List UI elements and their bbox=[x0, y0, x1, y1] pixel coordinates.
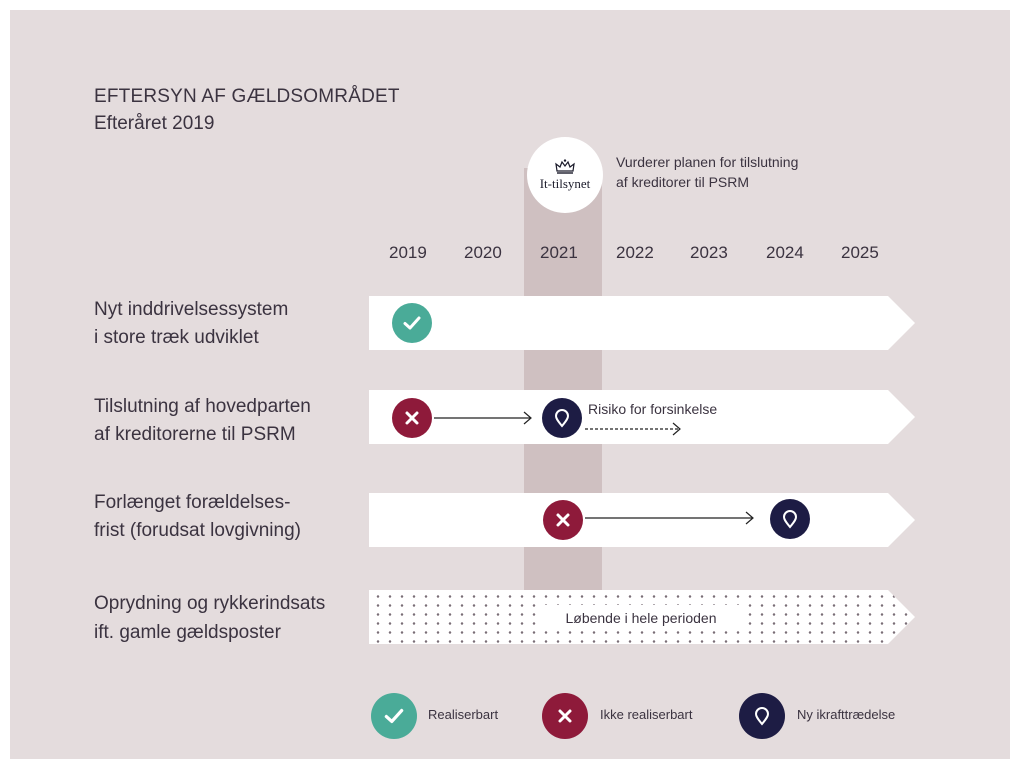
row-1-label-line2: i store træk udviklet bbox=[94, 327, 259, 348]
legend-ikke-realiserbart-label: Ikke realiserbart bbox=[600, 707, 693, 722]
year-label: 2024 bbox=[766, 243, 804, 262]
timeline-arrow-row-3 bbox=[369, 493, 915, 547]
continuous-label: Løbende i hele perioden bbox=[541, 605, 741, 631]
year-label: 2020 bbox=[464, 243, 502, 262]
timeline-arrow-row-1 bbox=[369, 296, 915, 350]
status-ikke-realiserbart-marker bbox=[392, 398, 432, 438]
row-3-label-line2: frist (forudsat lovgivning) bbox=[94, 520, 301, 541]
cross-icon bbox=[405, 411, 419, 425]
year-label: 2019 bbox=[389, 243, 427, 262]
status-ikke-realiserbart-marker bbox=[543, 500, 583, 540]
row-1-label-line1: Nyt inddrivelsessystem bbox=[94, 299, 289, 320]
row-2-label-line2: af kreditorerne til PSRM bbox=[94, 424, 296, 445]
status-ny-ikrafttraedelse-marker bbox=[770, 499, 810, 539]
status-ny-ikrafttraedelse-marker bbox=[542, 398, 582, 438]
page-subtitle: Efteråret 2019 bbox=[94, 113, 215, 134]
row-4-label-line2: ift. gamle gældsposter bbox=[94, 622, 281, 643]
arrowhead bbox=[523, 411, 532, 425]
risk-note: Risiko for forsinkelse bbox=[588, 401, 718, 417]
logo-note-line2: af kreditorer til PSRM bbox=[616, 174, 750, 190]
arrowhead bbox=[672, 422, 681, 436]
cross-icon bbox=[556, 513, 570, 527]
legend-realiserbart-label: Realiserbart bbox=[428, 707, 499, 722]
row-2-label-line1: Tilslutning af hovedparten bbox=[94, 396, 311, 417]
logo-note-line1: Vurderer planen for tilslutning bbox=[616, 154, 799, 170]
legend-realiserbart-swatch bbox=[371, 693, 417, 739]
year-label: 2021 bbox=[540, 243, 578, 262]
row-4-label-line1: Oprydning og rykkerindsats bbox=[94, 593, 326, 614]
map-pin-icon bbox=[754, 707, 770, 726]
it-tilsynet-logo: It-tilsynet bbox=[527, 137, 603, 213]
check-icon bbox=[384, 708, 404, 724]
year-label: 2023 bbox=[690, 243, 728, 262]
legend-ny-ikrafttraedelse-swatch bbox=[739, 693, 785, 739]
legend-ikke-realiserbart-swatch bbox=[542, 693, 588, 739]
legend-ny-ikrafttraedelse-label: Ny ikrafttrædelse bbox=[797, 707, 896, 722]
row-3-label-line1: Forlænget forældelses- bbox=[94, 492, 291, 513]
page-title: EFTERSYN AF GÆLDSOMRÅDET bbox=[94, 86, 400, 107]
map-pin-icon bbox=[554, 409, 570, 428]
year-label: 2025 bbox=[841, 243, 879, 262]
arrowhead bbox=[745, 511, 754, 525]
logo-name: It-tilsynet bbox=[539, 175, 591, 191]
status-realiserbart-marker bbox=[392, 303, 432, 343]
crown-icon bbox=[555, 158, 575, 174]
map-pin-icon bbox=[782, 510, 798, 529]
year-label: 2022 bbox=[616, 243, 654, 262]
check-icon bbox=[403, 316, 421, 330]
cross-icon bbox=[558, 709, 572, 723]
timeline-arrow-row-2 bbox=[369, 390, 915, 444]
